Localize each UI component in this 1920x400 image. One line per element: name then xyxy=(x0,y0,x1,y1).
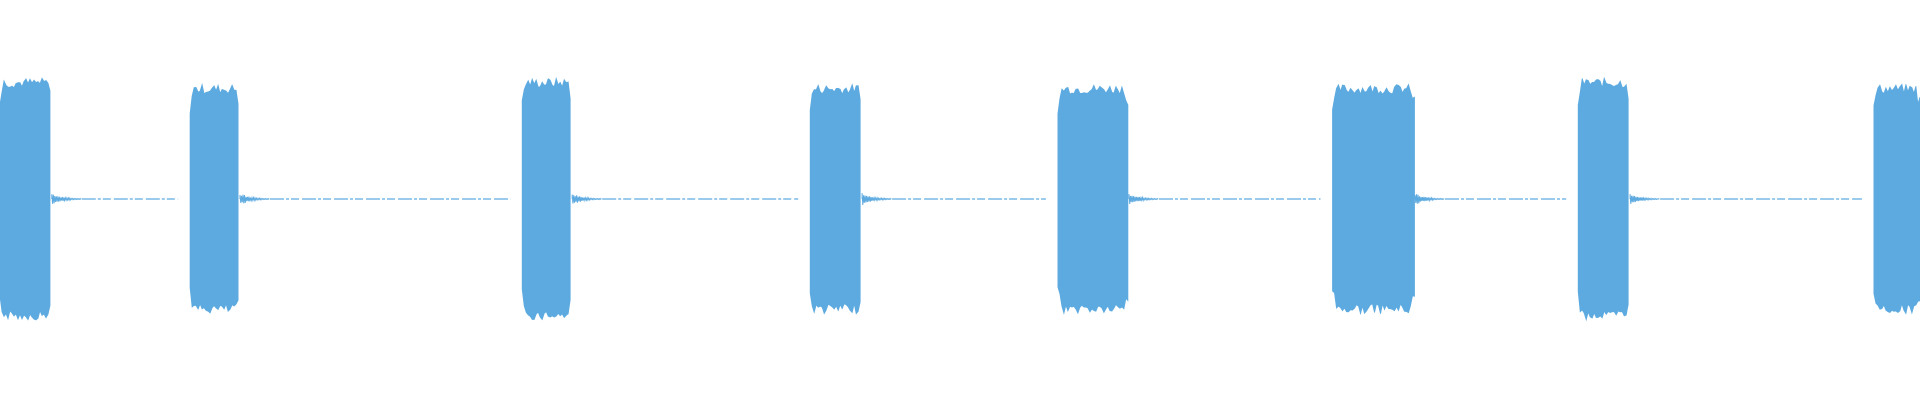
waveform-burst-4 xyxy=(809,83,861,315)
waveform-tail xyxy=(1629,194,1660,204)
waveform-burst-7 xyxy=(1577,76,1629,322)
waveform-burst-2 xyxy=(189,83,239,314)
waveform-baseline xyxy=(51,193,1862,205)
waveform-burst-1 xyxy=(0,77,51,321)
waveform-tail xyxy=(571,194,602,204)
waveform-burst-6 xyxy=(1332,83,1415,316)
waveform-tail xyxy=(1128,194,1159,204)
waveform-burst-3 xyxy=(521,76,571,321)
waveform-tail xyxy=(1414,194,1445,204)
waveform-tail xyxy=(861,193,892,205)
waveform-burst-8 xyxy=(1873,83,1920,315)
waveform-tail xyxy=(239,194,270,204)
waveform-bursts xyxy=(0,76,1920,322)
waveform-tail xyxy=(51,194,82,204)
waveform-burst-5 xyxy=(1057,84,1129,315)
